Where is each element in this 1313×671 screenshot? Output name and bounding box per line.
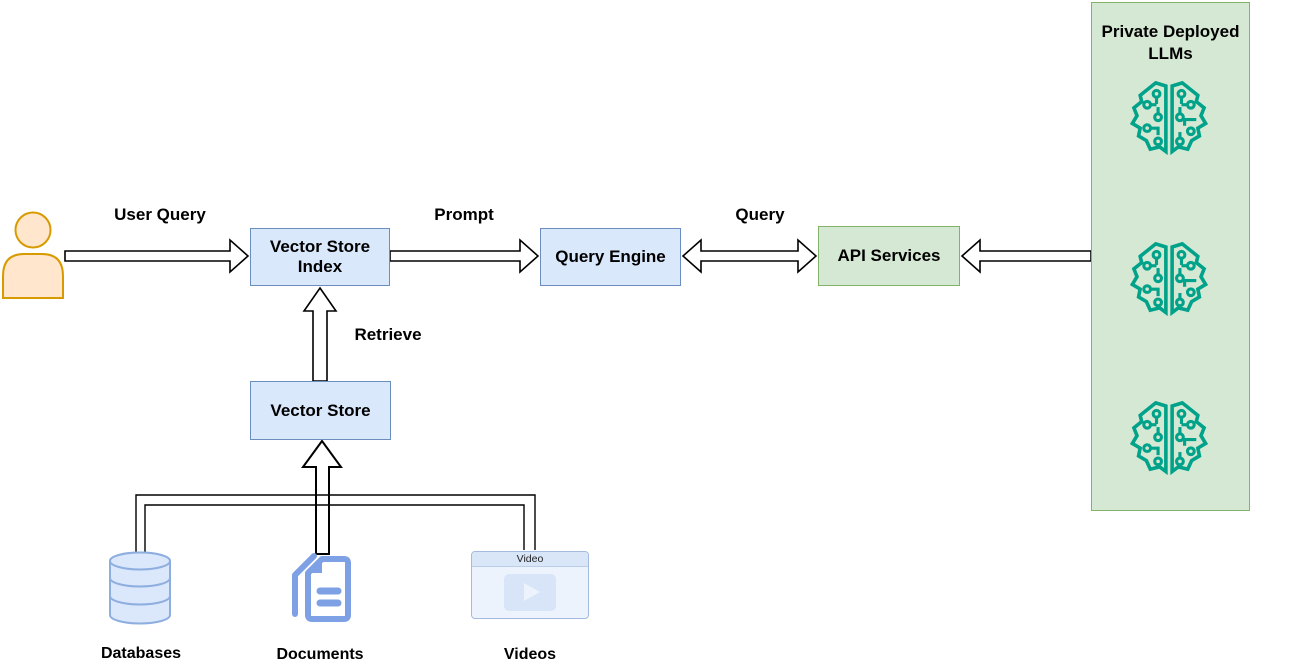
vector-store-label: Vector Store [270,400,371,420]
sources-connector-inner [144,504,525,554]
user-icon [1,211,64,299]
api-services-node: API Services [818,226,960,286]
sources-to-store-arrow [301,439,343,555]
vector-store-index-node: Vector Store Index [250,228,390,286]
user-query-arrow [64,238,250,274]
user-query-edge-label: User Query [114,205,206,224]
brain-circuit-icon [1130,240,1208,318]
query-engine-label: Query Engine [555,247,666,267]
video-player-title: Video [472,552,588,567]
query-engine-node: Query Engine [540,228,681,286]
play-triangle-icon [524,583,540,601]
video-player-icon: Video [471,551,589,619]
prompt-arrow [389,238,540,274]
videos-label: Videos [503,646,557,663]
vector-store-index-label: Vector Store Index [269,237,371,276]
document-icon [292,553,351,622]
query-edge-label: Query [735,205,785,224]
database-icon [109,551,171,625]
query-double-arrow [681,238,818,274]
api-services-label: API Services [837,246,941,266]
private-llms-title: Private Deployed LLMs [1101,22,1240,64]
play-button-icon [504,574,556,611]
databases-label: Databases [100,645,182,662]
sources-connector-outer [135,494,536,554]
retrieve-edge-label: Retrieve [354,325,422,344]
brain-circuit-icon [1130,79,1208,157]
vector-store-node: Vector Store [250,381,391,440]
documents-label: Documents [276,646,364,663]
prompt-edge-label: Prompt [434,205,494,224]
brain-circuit-icon [1130,399,1208,477]
llm-to-api-arrow [960,238,1092,274]
retrieve-arrow [302,286,338,382]
